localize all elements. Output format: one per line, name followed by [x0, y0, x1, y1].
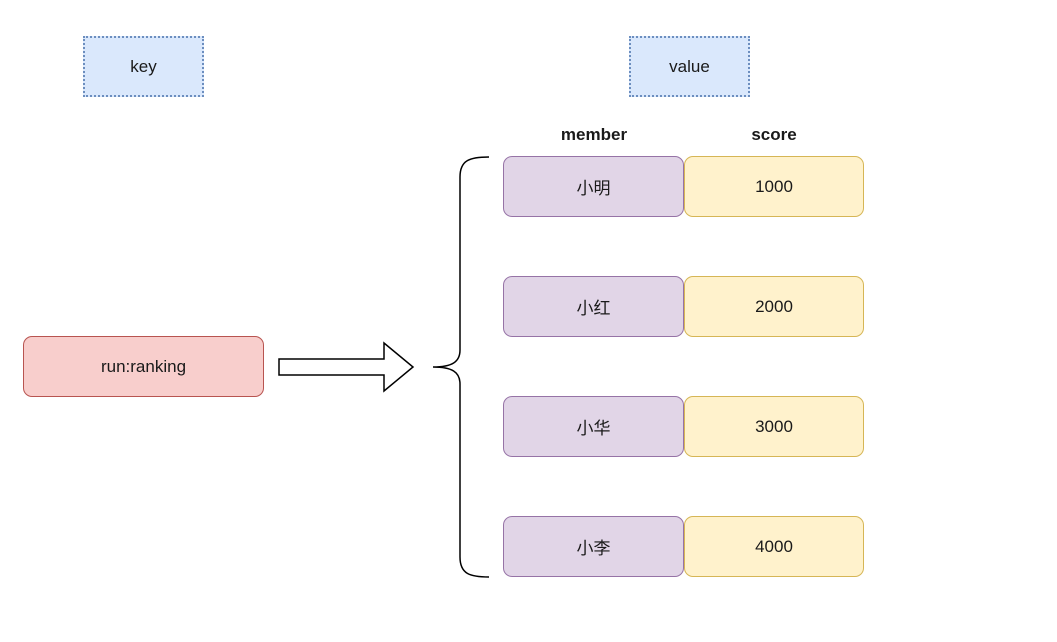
hollow-arrow: [278, 341, 415, 393]
key-header-label: key: [130, 56, 157, 76]
value-header-box: value: [629, 36, 750, 97]
score-label: 1000: [755, 176, 793, 196]
member-cell: 小明: [503, 156, 684, 217]
member-column-heading: member: [560, 125, 628, 144]
member-cell: 小李: [503, 516, 684, 577]
key-header-box: key: [83, 36, 204, 97]
member-label: 小李: [576, 539, 611, 558]
score-cell: 4000: [684, 516, 864, 577]
score-label: 3000: [755, 416, 793, 436]
score-cell: 3000: [684, 396, 864, 457]
score-label: 2000: [755, 296, 793, 316]
member-label: 小红: [576, 299, 611, 318]
member-cell: 小红: [503, 276, 684, 337]
member-label: 小明: [576, 179, 611, 198]
score-cell: 2000: [684, 276, 864, 337]
value-header-label: value: [669, 56, 710, 76]
key-node-box: run:ranking: [23, 336, 264, 397]
curly-brace: [432, 156, 490, 578]
score-label: 4000: [755, 536, 793, 556]
key-node-label: run:ranking: [100, 356, 187, 376]
member-label: 小华: [576, 419, 611, 438]
member-cell: 小华: [503, 396, 684, 457]
score-column-heading: score: [751, 125, 797, 144]
score-cell: 1000: [684, 156, 864, 217]
